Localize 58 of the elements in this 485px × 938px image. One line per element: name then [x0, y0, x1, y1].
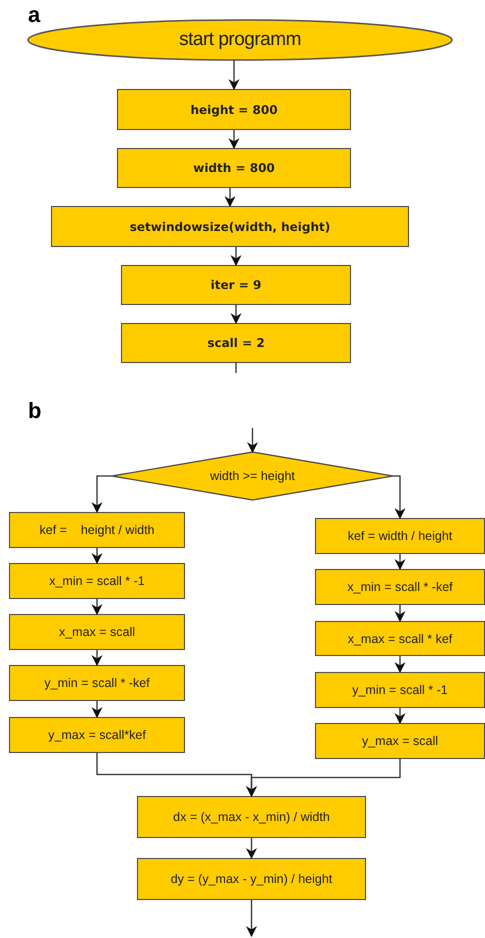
arrow: [92, 701, 102, 718]
arrow: [246, 759, 401, 798]
node-text: dx = (x_max - x_min) / width: [173, 810, 330, 824]
node-text: start programm: [179, 29, 301, 51]
process-box: [9, 665, 185, 701]
node-text: setwindowsize(width, height): [130, 220, 330, 234]
process-box: [315, 672, 485, 708]
node-text: width = 800: [193, 161, 275, 175]
process-box: [137, 796, 366, 838]
arrow: [394, 656, 406, 674]
arrow: [228, 130, 240, 150]
node-text: y_min = scall * -kef: [44, 676, 150, 690]
arrow: [92, 475, 112, 514]
node-text: width >= height: [210, 469, 295, 483]
process-box: [9, 512, 185, 548]
process-box: [117, 89, 351, 130]
node-text: height = 800: [190, 102, 278, 116]
node-text: x_max = scall: [58, 625, 136, 639]
arrow: [246, 900, 257, 938]
node-text: kef = height / width: [40, 523, 154, 537]
arrow: [230, 247, 242, 266]
node-text: y_max = scall*kef: [48, 728, 146, 742]
process-box: [315, 518, 485, 554]
process-box: [9, 614, 185, 650]
arrow: [393, 475, 406, 520]
arrow: [92, 650, 102, 666]
process-box: [121, 265, 351, 305]
arrow: [228, 60, 240, 90]
arrow: [92, 548, 102, 564]
node-text: scall = 2: [207, 336, 265, 350]
process-box: [51, 206, 409, 247]
arrow: [246, 838, 257, 860]
node-text: dy = (y_max - y_min) / height: [170, 872, 332, 886]
node-text: iter = 9: [210, 278, 262, 292]
node-text: kef = width / height: [348, 529, 452, 543]
node-text: x_min = scall * -kef: [347, 580, 453, 594]
panel-label: a: [28, 2, 40, 28]
arrow: [394, 554, 406, 570]
node-text: y_min = scall * -1: [352, 683, 448, 697]
node-text: y_max = scall: [362, 734, 438, 748]
node-text: x_min = scall * -1: [49, 574, 145, 588]
process-box: [315, 569, 485, 605]
panel-label: b: [28, 398, 42, 424]
process-box: [117, 148, 351, 188]
decision-diamond: [112, 452, 393, 500]
arrow: [224, 188, 236, 208]
arrow: [394, 708, 406, 724]
arrow: [247, 428, 258, 454]
arrow: [394, 605, 406, 622]
process-box: [9, 563, 185, 599]
process-box: [137, 858, 366, 900]
process-box: [315, 723, 485, 759]
process-box: [315, 621, 485, 656]
arrow: [230, 305, 242, 324]
node-text: x_max = scall * kef: [348, 632, 452, 646]
process-box: [9, 717, 185, 753]
process-box: [121, 323, 351, 363]
arrow: [92, 599, 102, 616]
